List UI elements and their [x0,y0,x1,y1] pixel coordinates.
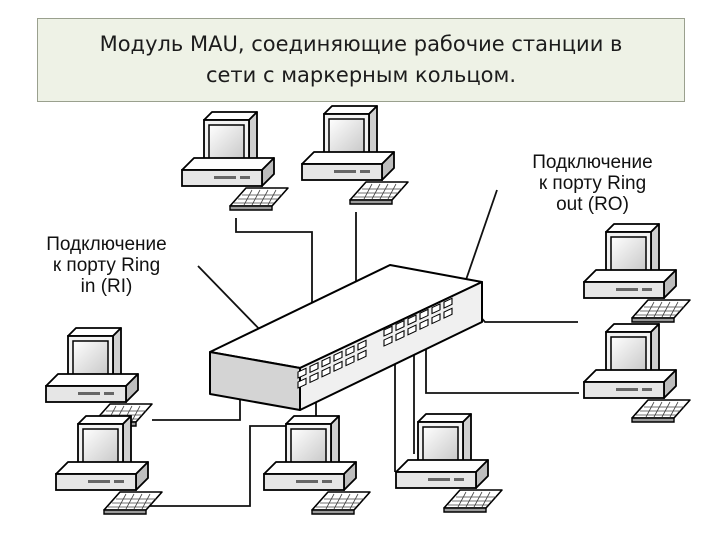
label-ring-out-line-1: Подключение [532,152,653,173]
cable-pc-bottom-left [116,386,317,507]
cable-pc-right-top [469,304,578,323]
mau-hub-icon [209,264,483,411]
label-ring-out-line-3: out (RO) [556,194,629,215]
computer-workstation-icon [583,323,691,423]
label-ring-in: Подключение к порту Ring in (RI) [14,234,199,297]
computer-workstation-icon [181,111,289,211]
cable-pc-right-bottom [425,338,579,394]
computer-workstation-icon [55,415,163,515]
slide-title-box: Модуль MAU, соединяющие рабочие станции … [37,18,685,102]
label-ring-out-line-2: к порту Ring [538,173,647,194]
computer-workstation-icon [301,105,409,205]
computer-workstation-icon [45,327,153,427]
label-ring-in-line-2: к порту Ring [52,255,161,276]
computer-workstation-icon [263,415,371,515]
label-ring-in-line-1: Подключение [46,234,167,255]
computer-workstation-icon [395,413,503,513]
cable-pc-top-left [235,218,313,350]
title-line-1: Модуль MAU, соединяющие рабочие станции … [99,32,623,56]
label-ring-out: Подключение к порту Ring out (RO) [500,152,685,215]
title-line-2: сети с маркерным кольцом. [205,63,517,87]
computer-workstation-icon [583,223,691,323]
label-ring-in-line-3: in (RI) [80,276,133,297]
slide-title: Модуль MAU, соединяющие рабочие станции … [61,29,661,91]
